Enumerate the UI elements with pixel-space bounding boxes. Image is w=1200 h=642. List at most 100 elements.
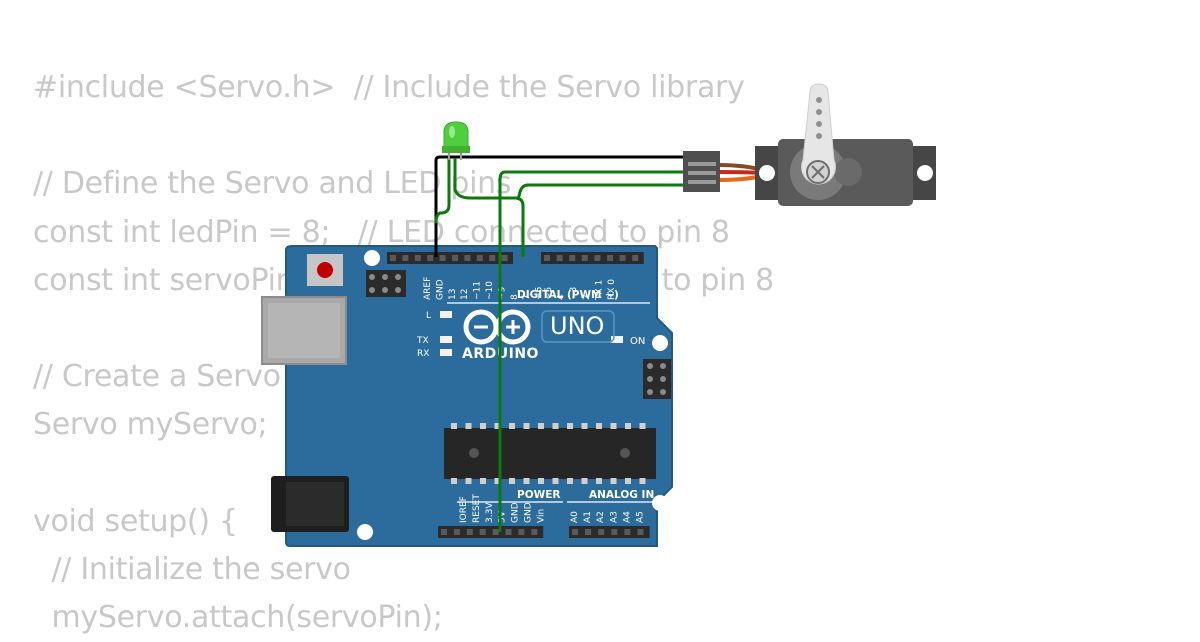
chip-pin — [465, 478, 472, 484]
led-rim — [442, 146, 470, 153]
analog-header-socket[interactable] — [637, 529, 644, 535]
digital-header-right-socket[interactable] — [607, 255, 613, 261]
usb-connector-inner — [268, 303, 340, 358]
digital-header-right-socket[interactable] — [619, 255, 626, 261]
reset-button[interactable] — [317, 262, 333, 278]
pin-label: GND — [435, 279, 445, 300]
model-label: UNO — [550, 312, 604, 340]
analog-header-socket[interactable] — [598, 529, 605, 535]
code-line: void setup() { — [33, 503, 238, 539]
chip-pin — [494, 478, 501, 484]
horn-hole — [816, 121, 822, 127]
horn-hole — [816, 133, 822, 139]
power-header[interactable] — [438, 526, 544, 538]
chip-pin — [596, 423, 602, 429]
mounting-hole — [652, 335, 668, 351]
digital-header-right-socket[interactable] — [556, 255, 563, 261]
led-indicator-l: L — [426, 311, 452, 321]
pin-label: Vin — [536, 509, 546, 523]
chip-pin — [480, 423, 486, 429]
mounting-hole — [357, 524, 373, 540]
digital-header-right-socket[interactable] — [632, 255, 639, 261]
pin-label: 7 — [522, 294, 532, 300]
chip-pin — [625, 423, 631, 429]
analog-header-socket[interactable] — [585, 529, 592, 535]
analog-header[interactable] — [569, 526, 650, 538]
digital-header-left-socket[interactable] — [427, 255, 434, 261]
digital-header-left-socket[interactable] — [489, 255, 496, 261]
analog-header-socket[interactable] — [624, 529, 631, 535]
wires — [434, 155, 690, 532]
power-header-body — [438, 526, 544, 538]
power-header-socket[interactable] — [518, 529, 525, 535]
code-background-text: #include <Servo.h> // Include the Servo … — [33, 64, 1193, 642]
pin-label: 5V — [498, 510, 508, 523]
connector-pin — [688, 180, 716, 184]
pin-label: IOREF — [459, 496, 469, 523]
chip-pin — [523, 423, 530, 429]
digital-header-right-socket[interactable] — [569, 255, 576, 261]
wire-servo-power[interactable] — [516, 183, 690, 201]
wire-led-signal[interactable] — [453, 158, 525, 257]
horn-screw-slot — [811, 165, 825, 179]
chip-pin — [494, 423, 501, 429]
pin-label: ~11 — [473, 281, 483, 300]
svg-text:TX: TX — [416, 336, 429, 346]
pin-label: A2 — [596, 511, 606, 523]
wire-ground[interactable] — [434, 155, 690, 257]
chip-pin — [538, 423, 544, 429]
power-header-socket[interactable] — [479, 529, 486, 535]
svg-text:RX: RX — [417, 349, 429, 359]
power-header-socket[interactable] — [531, 529, 538, 535]
chip-pin — [552, 478, 559, 484]
digital-header-left[interactable] — [387, 252, 513, 264]
digital-header-left-socket[interactable] — [501, 255, 508, 261]
digital-header-right[interactable] — [541, 252, 644, 264]
power-jack-inner — [286, 482, 344, 526]
power-header-socket[interactable] — [453, 529, 460, 535]
chip-pin — [451, 423, 457, 429]
power-header-socket[interactable] — [505, 529, 512, 535]
power-header-socket[interactable] — [492, 529, 499, 535]
pin-label: RESET — [472, 494, 482, 523]
servo-motor[interactable] — [683, 83, 936, 206]
chip-pin — [465, 423, 472, 429]
chip-pin — [567, 478, 573, 484]
svg-text:L: L — [426, 311, 431, 321]
code-line: const int ledPin = 8; // LED connected t… — [33, 214, 730, 250]
servo-ear-hole — [759, 165, 775, 181]
digital-header-left-socket[interactable] — [476, 255, 483, 261]
horn-hole — [816, 97, 822, 103]
analog-header-socket[interactable] — [611, 529, 618, 535]
code-line: myServo.attach(servoPin); — [33, 600, 443, 636]
digital-header-left-socket[interactable] — [464, 255, 471, 261]
pin-label: ~5 — [544, 287, 554, 300]
pin-label: TX 1 — [594, 280, 604, 301]
digital-header-left-socket[interactable] — [414, 255, 421, 261]
digital-header-left-socket[interactable] — [390, 255, 396, 261]
digital-header-left-socket[interactable] — [439, 255, 446, 261]
digital-header-right-socket[interactable] — [594, 255, 601, 261]
pin-label: AREF — [423, 277, 433, 300]
chip-pin — [625, 478, 631, 484]
wire-led-cathode[interactable] — [434, 158, 451, 224]
digital-header-left-socket[interactable] — [452, 255, 458, 261]
pin-label: ~9 — [497, 286, 507, 300]
led-component[interactable] — [442, 121, 470, 160]
power-header-socket[interactable] — [466, 529, 473, 535]
pin-label: A5 — [636, 511, 646, 523]
digital-header-right-socket[interactable] — [544, 255, 550, 261]
pin-label: ~6 — [535, 286, 545, 300]
led-indicator-tx: TX — [416, 336, 452, 346]
analog-header-socket[interactable] — [572, 529, 578, 535]
wire-servo-signal[interactable] — [498, 170, 690, 532]
power-header-socket[interactable] — [441, 529, 447, 535]
pin-label: A1 — [583, 511, 593, 523]
digital-header-right-socket[interactable] — [581, 255, 588, 261]
pin-label: A0 — [570, 511, 580, 523]
pin-label: 3.3V — [485, 502, 495, 523]
digital-header-left-socket[interactable] — [402, 255, 409, 261]
